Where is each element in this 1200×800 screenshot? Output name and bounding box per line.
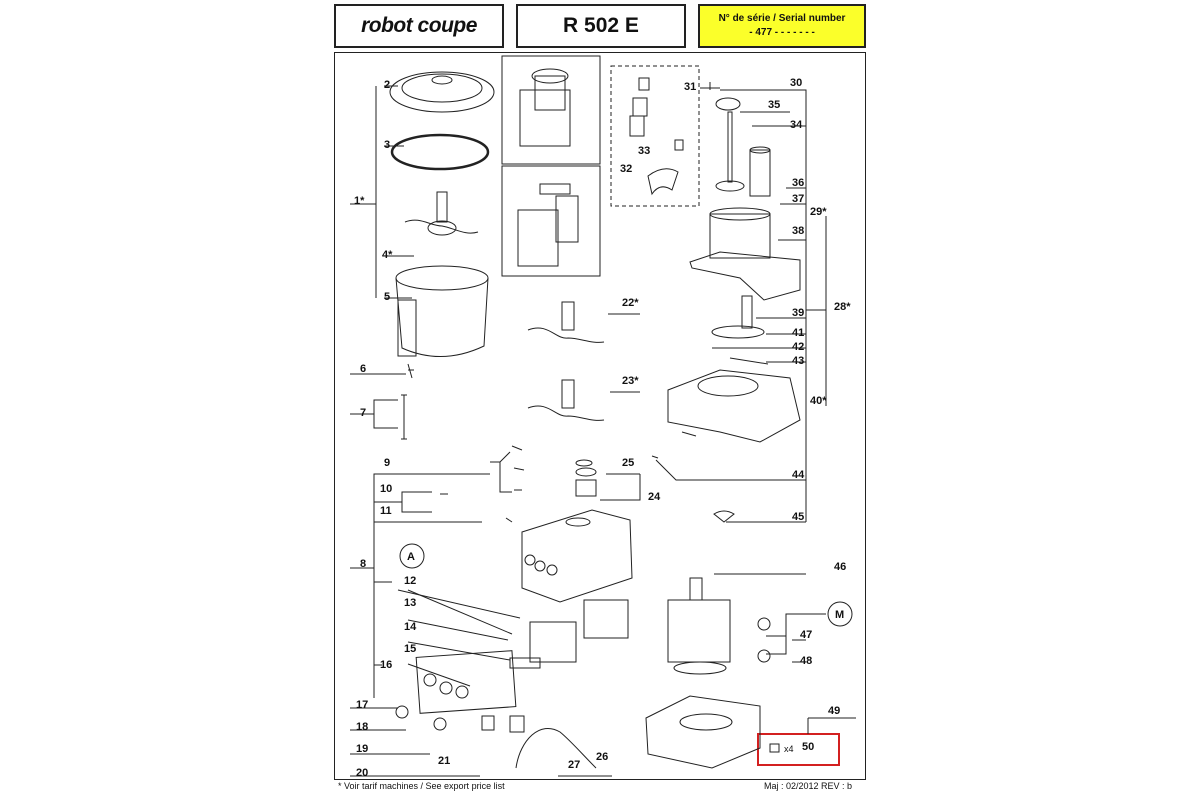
callout-50: 50 xyxy=(802,741,814,753)
callout-14: 14 xyxy=(404,621,417,633)
circle-tag-m xyxy=(827,601,853,627)
seal-ring xyxy=(390,133,490,171)
exploded-parts-diagram: 1* 2 3 4* 5 6 7 8 9 10 11 12 13 14 15 16 17 18 19 20 21 22* 23… xyxy=(350,55,856,779)
blade-22-sketch xyxy=(527,301,605,343)
callout-32: 32 xyxy=(620,163,632,175)
rod-43 xyxy=(729,357,769,365)
callout-34: 34 xyxy=(790,119,803,131)
callout-17: 17 xyxy=(356,699,368,711)
cable-sketch xyxy=(515,727,597,769)
pusher-parts-sketch xyxy=(715,97,771,197)
callout-5: 5 xyxy=(384,291,390,303)
machine-inset-bottom xyxy=(501,165,601,277)
part-7-sketch xyxy=(401,394,407,440)
callout-40-star: 40* xyxy=(810,395,827,407)
callout-18: 18 xyxy=(356,721,368,733)
callout-29-star: 29* xyxy=(810,206,827,218)
callout-24: 24 xyxy=(648,491,661,503)
callout-26: 26 xyxy=(596,751,608,763)
serial-number-label: N° de série / Serial number xyxy=(718,13,846,24)
callout-8: 8 xyxy=(360,558,366,570)
parts-24-25-sketch xyxy=(575,459,597,497)
callout-10: 10 xyxy=(380,483,392,495)
callout-13: 13 xyxy=(404,597,416,609)
callout-48: 48 xyxy=(800,655,812,667)
callout-25: 25 xyxy=(622,457,634,469)
circle-tag-a-label: A xyxy=(407,551,415,563)
base-part-sketch xyxy=(521,509,633,603)
parts-31-sketch xyxy=(629,77,684,196)
machine-illustration-1 xyxy=(519,68,571,147)
model-title: R 502 E xyxy=(516,4,686,48)
callout-38: 38 xyxy=(792,225,804,237)
callout-22-star: 22* xyxy=(622,297,639,309)
callout-49: 49 xyxy=(828,705,840,717)
callout-19: 19 xyxy=(356,743,368,755)
callout-1-star: 1* xyxy=(354,195,365,207)
footnote: * Voir tarif machines / See export price… xyxy=(338,781,505,791)
parts-group-31 xyxy=(610,65,700,207)
callout-20: 20 xyxy=(356,767,368,779)
part-45-sketch xyxy=(713,510,735,523)
callout-35: 35 xyxy=(768,99,780,111)
callout-27: 27 xyxy=(568,759,580,771)
callout-36: 36 xyxy=(792,177,804,189)
serial-number-box: N° de série / Serial number - 477 - - - … xyxy=(698,4,866,48)
callout-9: 9 xyxy=(384,457,390,469)
part-6-sketch xyxy=(407,363,414,379)
callout-39: 39 xyxy=(792,307,804,319)
leader-lines xyxy=(350,82,856,777)
base-tray-sketch xyxy=(645,695,780,769)
lid-part xyxy=(389,71,495,113)
callout-45: 45 xyxy=(792,511,804,523)
callout-3: 3 xyxy=(384,139,390,151)
callout-16: 16 xyxy=(380,659,392,671)
callout-6: 6 xyxy=(360,363,366,375)
callout-labels: 1* 2 3 4* 5 6 7 8 9 10 11 12 13 14 15 16 17 18 19 20 21 22* 23… xyxy=(354,77,851,779)
callout-37: 37 xyxy=(792,193,804,205)
circle-tag-m-label: M xyxy=(835,609,844,621)
callout-43: 43 xyxy=(792,355,804,367)
callout-15: 15 xyxy=(404,643,416,655)
serial-number-value: - 477 - - - - - - - xyxy=(749,27,815,38)
callout-31: 31 xyxy=(684,81,696,93)
brand-logo: robot coupe xyxy=(361,14,477,37)
callout-47: 47 xyxy=(800,629,812,641)
machine-illustration-2 xyxy=(517,183,579,267)
callout-12: 12 xyxy=(404,575,416,587)
callout-44: 44 xyxy=(792,469,805,481)
callout-41: 41 xyxy=(792,327,804,339)
brand-logo-box: robot coupe xyxy=(334,4,504,48)
feed-head-sketch xyxy=(689,207,801,329)
callout-21: 21 xyxy=(438,755,450,767)
callout-4-star: 4* xyxy=(382,249,393,261)
callout-11: 11 xyxy=(380,505,392,517)
cover-40-sketch xyxy=(667,369,801,443)
callout-2: 2 xyxy=(384,79,390,91)
small-parts-9-11 xyxy=(440,445,525,523)
circle-tag-a xyxy=(399,543,425,569)
blade-assembly xyxy=(404,191,479,236)
quantity-note: x4 xyxy=(784,744,794,754)
callout-46: 46 xyxy=(834,561,846,573)
machine-inset-top xyxy=(501,55,601,165)
callout-30: 30 xyxy=(790,77,802,89)
electronics-sketch xyxy=(395,599,629,733)
callout-23-star: 23* xyxy=(622,375,639,387)
callout-7: 7 xyxy=(360,407,366,419)
disc-41 xyxy=(711,325,765,339)
parts-44-sketch xyxy=(651,431,697,459)
revision-info: Maj : 02/2012 REV : b xyxy=(764,781,853,791)
part-50-highlight xyxy=(757,733,840,766)
callout-42: 42 xyxy=(792,341,804,353)
callout-28-star: 28* xyxy=(834,301,851,313)
motor-sketch xyxy=(667,577,771,675)
callout-33: 33 xyxy=(638,145,650,157)
blade-23-sketch xyxy=(527,379,605,421)
bowl-part xyxy=(395,265,489,357)
